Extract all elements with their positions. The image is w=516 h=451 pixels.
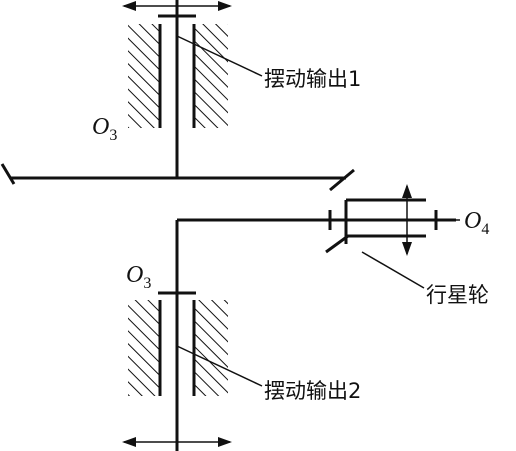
leader-swing-output-2 xyxy=(176,345,263,387)
label-o3-top: O3 xyxy=(92,114,117,144)
lower-swing-arrow xyxy=(122,437,232,447)
label-o3-bottom: O3 xyxy=(126,262,151,292)
upper-left-hatched-block xyxy=(128,24,160,128)
label-planet-gear: 行星轮 xyxy=(426,283,489,307)
leader-planet-gear xyxy=(361,251,425,289)
right-bevel-gear-mark xyxy=(329,168,355,192)
label-o4: O4 xyxy=(464,208,489,238)
upper-bearing-support xyxy=(128,24,228,128)
upper-swing-arrow xyxy=(122,1,232,11)
label-swing-output-1: 摆动输出1 xyxy=(264,67,361,91)
label-swing-output-2: 摆动输出2 xyxy=(264,379,361,403)
lower-bearing-support xyxy=(128,300,228,396)
planet-gear-bracket xyxy=(325,198,426,254)
lower-right-hatched-block xyxy=(194,300,228,396)
lower-left-hatched-block xyxy=(128,300,160,396)
left-bevel-gear-mark xyxy=(0,163,16,185)
planet-gear-bevel-mark xyxy=(325,234,349,254)
planet-rotation-arrow xyxy=(402,184,412,256)
leader-swing-output-1 xyxy=(176,35,263,77)
upper-right-hatched-block xyxy=(194,24,228,128)
